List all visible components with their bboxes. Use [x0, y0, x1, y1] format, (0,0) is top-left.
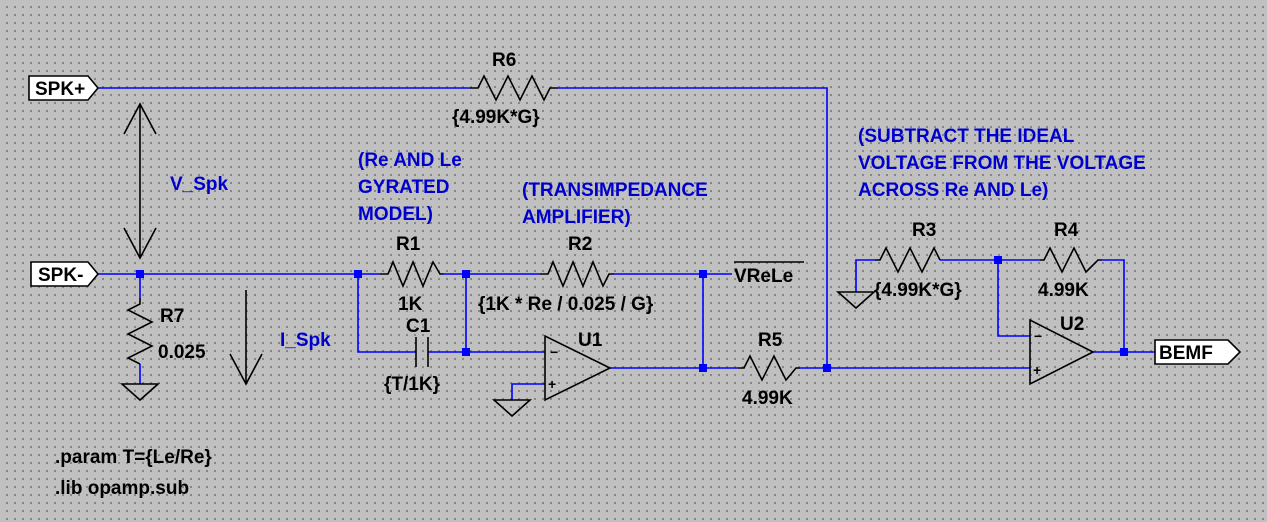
resistor-r2-value: {1K * Re / 0.025 / G} — [478, 294, 654, 315]
net-label-vrele[interactable]: VReLe — [734, 261, 804, 287]
opamp-u2-name: U2 — [1060, 314, 1084, 335]
resistor-r5-value: 4.99K — [742, 388, 793, 409]
resistor-r1-value: 1K — [398, 294, 423, 315]
junction-r1-r2 — [462, 270, 470, 278]
svg-text:(Re AND Le: (Re AND Le — [358, 150, 462, 171]
resistor-r7[interactable]: R7 0.025 — [126, 298, 206, 365]
resistor-r4-value: 4.99K — [1038, 280, 1089, 301]
resistor-r3-value: {4.99K*G} — [874, 280, 962, 301]
port-bemf[interactable]: BEMF — [1154, 339, 1242, 365]
resistor-r1[interactable]: R1 1K — [380, 234, 444, 315]
junction-r1-left — [354, 270, 362, 278]
resistor-r7-name: R7 — [160, 306, 184, 327]
resistor-r3-name: R3 — [912, 220, 936, 241]
capacitor-c1-name: C1 — [406, 316, 431, 337]
junction-u2-out — [1120, 348, 1128, 356]
svg-text:−: − — [550, 344, 558, 360]
junction-spk-minus — [136, 270, 144, 278]
resistor-r7-value: 0.025 — [158, 342, 206, 363]
resistor-r5[interactable]: R5 4.99K — [738, 330, 800, 409]
svg-text:(TRANSIMPEDANCE: (TRANSIMPEDANCE — [522, 180, 708, 201]
svg-text:VOLTAGE FROM THE VOLTAGE: VOLTAGE FROM THE VOLTAGE — [858, 153, 1146, 174]
lib-directive: .lib opamp.sub — [55, 478, 189, 499]
ground-symbol-r7 — [119, 383, 161, 402]
opamp-u1-name: U1 — [578, 330, 603, 351]
resistor-r2[interactable]: R2 {1K * Re / 0.025 / G} — [478, 234, 654, 315]
svg-text:+: + — [548, 376, 556, 392]
opamp-u2[interactable]: − + U2 — [1029, 314, 1095, 386]
port-spk-plus[interactable]: SPK+ — [28, 75, 100, 101]
net-label-vrele-text: VReLe — [734, 266, 793, 287]
svg-text:GYRATED: GYRATED — [358, 177, 449, 198]
junctions — [136, 256, 1128, 372]
resistor-r2-name: R2 — [568, 234, 592, 255]
v-spk-label: V_Spk — [170, 174, 229, 195]
v-spk-arrow — [123, 102, 157, 260]
ground-symbol-u1 — [491, 399, 533, 418]
transimpedance-note: (TRANSIMPEDANCE AMPLIFIER) — [522, 180, 708, 228]
capacitor-c1-value: {T/1K} — [384, 374, 441, 395]
param-directive: .param T={Le/Re} — [55, 447, 212, 468]
junction-u2-plus — [823, 364, 831, 372]
subtract-note: (SUBTRACT THE IDEAL VOLTAGE FROM THE VOL… — [858, 126, 1146, 201]
resistor-r4[interactable]: R4 4.99K — [1038, 220, 1102, 301]
port-spk-minus-label: SPK- — [38, 265, 83, 286]
junction-vrele — [699, 270, 707, 278]
port-spk-minus[interactable]: SPK- — [30, 261, 100, 287]
i-spk-arrow — [229, 290, 263, 386]
resistor-r1-name: R1 — [396, 234, 421, 255]
svg-text:ACROSS Re AND Le): ACROSS Re AND Le) — [858, 180, 1048, 201]
svg-text:−: − — [1034, 328, 1042, 344]
junction-c1-right — [462, 348, 470, 356]
svg-text:(SUBTRACT THE IDEAL: (SUBTRACT THE IDEAL — [858, 126, 1075, 147]
resistor-r3[interactable]: R3 {4.99K*G} — [874, 220, 962, 301]
resistor-r4-name: R4 — [1054, 220, 1079, 241]
resistor-r6-name: R6 — [492, 50, 516, 71]
resistor-r5-name: R5 — [758, 330, 783, 351]
svg-text:AMPLIFIER): AMPLIFIER) — [522, 207, 631, 228]
port-spk-plus-label: SPK+ — [35, 79, 85, 100]
resistor-r6[interactable]: R6 {4.99K*G} — [452, 50, 558, 128]
i-spk-label: I_Spk — [280, 330, 331, 351]
capacitor-c1[interactable]: C1 {T/1K} — [384, 316, 441, 395]
ground-symbol-r3 — [835, 291, 877, 310]
svg-text:+: + — [1033, 362, 1041, 378]
junction-u1-out — [699, 364, 707, 372]
resistor-r6-value: {4.99K*G} — [452, 107, 540, 128]
opamp-u1[interactable]: − + U1 — [544, 330, 612, 402]
port-bemf-label: BEMF — [1159, 343, 1213, 364]
svg-text:MODEL): MODEL) — [358, 204, 433, 225]
gyrated-model-note: (Re AND Le GYRATED MODEL) — [358, 150, 462, 225]
junction-r3-r4 — [994, 256, 1002, 264]
